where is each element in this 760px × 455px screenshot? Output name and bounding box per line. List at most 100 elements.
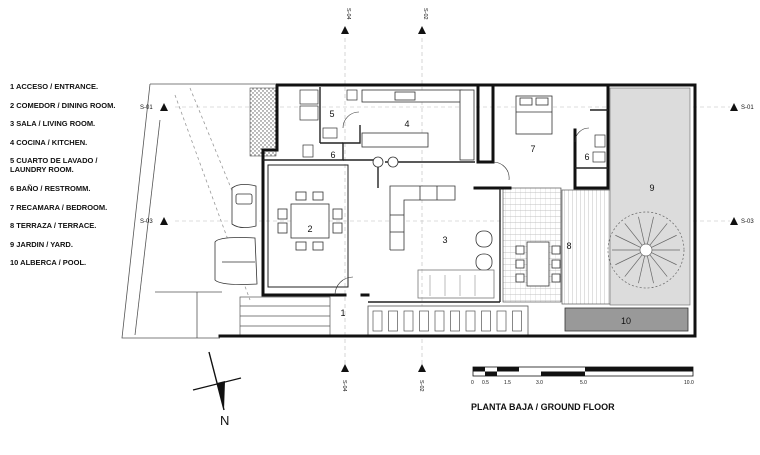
legend-item: 4 COCINA / KITCHEN. <box>10 137 88 147</box>
deck-pad <box>496 310 507 332</box>
scale-tick-label: 1.5 <box>504 380 511 386</box>
bath-right-fixtures <box>592 134 606 163</box>
scale-bar <box>472 366 694 377</box>
section-label: S-02 <box>422 8 428 20</box>
north-arrow-icon <box>192 351 242 411</box>
room-number: 3 <box>442 235 447 245</box>
section-marker-s04-top: S-04 <box>341 8 351 34</box>
section-marker-s03-left: S-03 <box>140 217 168 225</box>
laundry-fixtures <box>299 89 358 121</box>
section-arrow-icon <box>160 103 168 111</box>
legend-item: 8 TERRAZA / TERRACE. <box>10 221 97 231</box>
car-top <box>231 184 257 228</box>
tree-icon <box>607 211 685 289</box>
scale-ticks: 0 0.5 1.5 3.0 5.0 10.0 <box>471 380 694 386</box>
section-arrow-icon <box>341 26 349 34</box>
terrace-planks <box>561 189 611 305</box>
section-marker-s03-right: S-03 <box>730 217 754 225</box>
car-bottom <box>214 237 258 285</box>
scale-tick-label: 0 <box>471 380 474 386</box>
pool <box>564 307 689 332</box>
room-number: 4 <box>404 119 409 129</box>
deck-pad <box>388 310 398 332</box>
scale-tick-label: 0.5 <box>482 380 489 386</box>
tree-branch <box>624 254 643 277</box>
tree-branch <box>615 252 641 266</box>
interior-walls <box>263 87 608 303</box>
section-marker-s01-right: S-01 <box>730 103 754 111</box>
deck-pad <box>450 310 460 332</box>
deck-pad <box>403 310 414 332</box>
legend-item: 9 JARDIN / YARD. <box>10 239 73 249</box>
tree-branch <box>615 234 641 248</box>
deck-pad <box>481 310 491 332</box>
room-number: 8 <box>566 241 571 251</box>
legend-item: 5 CUARTO DE LAVADO / LAUNDRY ROOM. <box>10 156 98 175</box>
terrace-table <box>515 241 561 287</box>
exterior-walls <box>218 83 697 338</box>
tree-branch <box>624 223 643 246</box>
room-number: 9 <box>649 183 654 193</box>
legend-item: 2 COMEDOR / DINING ROOM. <box>10 100 116 110</box>
legend-item: 3 SALA / LIVING ROOM. <box>10 119 96 129</box>
section-label: S-01 <box>140 105 153 111</box>
planter-strip <box>249 87 277 157</box>
tree-branch <box>638 216 646 245</box>
section-arrow-icon <box>730 103 738 111</box>
tree-branch <box>646 216 654 245</box>
living-furniture <box>389 185 495 299</box>
section-marker-s04-bottom: S-04 <box>341 364 349 392</box>
plan-title: PLANTA BAJA / GROUND FLOOR <box>471 402 615 412</box>
scale-tick-label: 5.0 <box>580 380 587 386</box>
room-number: 10 <box>621 316 631 326</box>
legend-item: 6 BAÑO / RESTROMM. <box>10 183 91 193</box>
deck-pad <box>434 310 445 332</box>
deck-pad <box>372 310 383 332</box>
room-number: 6 <box>330 150 335 160</box>
legend-item: 7 RECAMARA / BEDROOM. <box>10 202 108 212</box>
legend-item: 1 ACCESO / ENTRANCE. <box>10 82 99 91</box>
room-number: 7 <box>530 144 535 154</box>
deck-pads <box>372 310 522 332</box>
room-number: 1 <box>340 308 345 318</box>
room-legend: 1 ACCESO / ENTRANCE. 2 COMEDOR / DINING … <box>10 82 160 277</box>
bed <box>515 95 553 135</box>
room-number: 5 <box>329 109 334 119</box>
section-label: S-01 <box>741 105 754 111</box>
section-arrow-icon <box>730 217 738 225</box>
section-marker-s02-bottom: S-02 <box>418 364 426 392</box>
entrance-steps <box>239 296 331 338</box>
section-label: S-04 <box>345 8 351 20</box>
bath-left-fixtures <box>302 127 338 158</box>
section-marker-s01-left: S-01 <box>140 103 168 111</box>
tree-branch <box>651 252 677 266</box>
tree-branch <box>651 234 677 248</box>
tree-branch <box>649 254 668 277</box>
section-label: S-03 <box>140 219 153 225</box>
deck-pad <box>465 310 476 332</box>
deck-pad <box>419 310 429 332</box>
section-arrow-icon <box>418 26 426 34</box>
deck-pad <box>512 310 522 332</box>
section-marker-s02-top: S-02 <box>418 8 428 34</box>
section-label: S-04 <box>341 380 347 392</box>
door-swings <box>334 111 590 296</box>
room-number: 2 <box>307 224 312 234</box>
scale-tick-label: 10.0 <box>684 380 694 386</box>
kitchen-counters <box>361 89 475 168</box>
north-label: N <box>220 413 229 428</box>
room-number: 6 <box>584 152 589 162</box>
section-label: S-02 <box>418 380 424 392</box>
section-arrow-icon <box>418 364 426 372</box>
scale-tick-label: 3.0 <box>536 380 543 386</box>
tree-branch <box>638 255 646 284</box>
section-arrow-icon <box>341 364 349 372</box>
yard-area <box>609 87 691 306</box>
section-arrow-icon <box>160 217 168 225</box>
section-label: S-03 <box>741 219 754 225</box>
tree-branch <box>649 223 668 246</box>
dining-table <box>277 191 343 251</box>
tree-branch <box>646 255 654 284</box>
legend-item: 10 ALBERCA / POOL. <box>10 258 87 268</box>
